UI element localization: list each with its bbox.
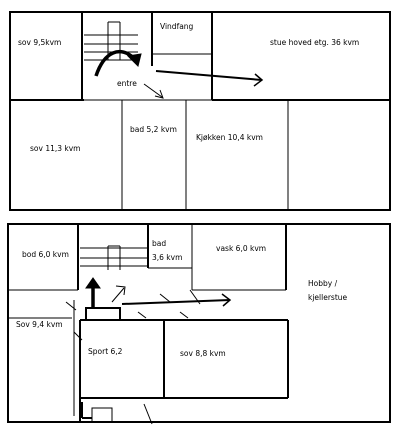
staircase (84, 21, 138, 61)
exit-box (91, 407, 113, 423)
walk-arrow-small-head (115, 285, 126, 296)
walk-arrow-long (155, 70, 263, 81)
walk-arrow-long-head (253, 73, 264, 87)
room-label-hobby-line1: Hobby / (308, 279, 338, 288)
lower-floor (7, 223, 391, 425)
room-label-kjokken: Kjøkken 10,4 kvm (196, 133, 263, 142)
upper-floor (9, 11, 391, 211)
staircase (80, 245, 148, 270)
walk-arrow-long-head (221, 293, 232, 307)
room-label-sov-9-5: sov 9,5kvm (18, 38, 61, 47)
room-label-vindfang: Vindfang (160, 22, 194, 31)
room-label-sov-9-4: Sov 9,4 kvm (16, 320, 63, 329)
walk-arrow-curved-head (126, 53, 142, 67)
room-label-entre: entre (117, 79, 137, 88)
landing-box (85, 307, 121, 321)
door-marks (65, 289, 201, 425)
room-label-sport: Sport 6,2 (88, 347, 123, 356)
walk-arrow-up-head (85, 277, 101, 289)
room-label-stue: stue hoved etg. 36 kvm (270, 38, 359, 47)
walk-arrow-long (121, 299, 231, 305)
walk-arrow-small (111, 287, 125, 303)
room-label-hobby-line2: kjellerstue (308, 293, 348, 302)
room-label-bad: bad 5,2 kvm (130, 125, 177, 134)
walk-arrow-small (143, 83, 163, 98)
room-label-sov-8-8: sov 8,8 kvm (180, 349, 226, 358)
room-label-sov-11-3: sov 11,3 kvm (30, 144, 81, 153)
lower-floor-outline (7, 223, 391, 423)
room-label-bad-line1: bad (152, 239, 166, 248)
upper-floor-outline (9, 11, 391, 211)
room-label-bod: bod 6,0 kvm (22, 250, 69, 259)
room-label-vask: vask 6,0 kvm (216, 244, 266, 253)
walk-arrow-small-head (154, 89, 164, 99)
room-label-bad-line2: 3,6 kvm (152, 253, 182, 262)
